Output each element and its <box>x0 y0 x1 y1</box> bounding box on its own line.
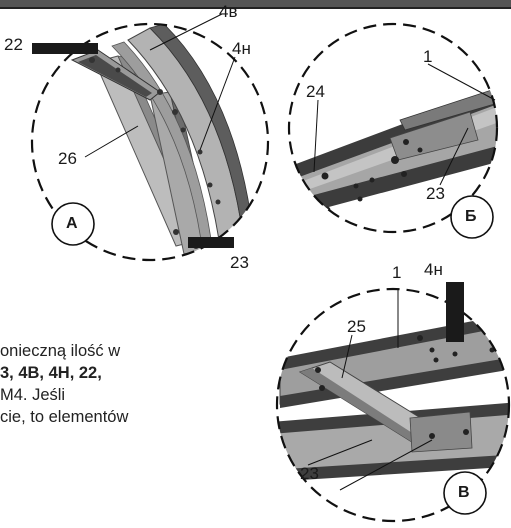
detail-v-badge <box>443 471 487 515</box>
top-border-bar <box>0 0 511 9</box>
label-23-a: 23 <box>230 253 249 272</box>
label-1-b: 1 <box>423 47 433 66</box>
detail-a-badge <box>51 202 95 246</box>
instruction-line-4: cie, to elementów <box>0 408 129 426</box>
detail-v-circle <box>275 282 511 523</box>
detail-a-beams <box>70 24 257 260</box>
detail-a-badge-letter: А <box>66 215 78 232</box>
detail-b-badge <box>450 195 494 239</box>
detail-b-circle <box>287 22 499 239</box>
label-4h-a: 4н <box>232 39 251 58</box>
label-4h-v: 4н <box>424 260 443 279</box>
detail-v-bar-4h <box>446 282 464 342</box>
instruction-line-1: onieczną ilość w <box>0 342 121 360</box>
instruction-line-2: 3, 4B, 4H, 22, <box>0 364 102 382</box>
label-23-b: 23 <box>426 184 445 203</box>
label-1-v: 1 <box>392 263 402 282</box>
detail-a-bar-22 <box>32 43 98 54</box>
label-25: 25 <box>347 317 366 336</box>
label-23-v: 23 <box>300 464 319 483</box>
label-22: 22 <box>4 35 23 54</box>
detail-b-beams <box>289 80 497 220</box>
detail-v-badge-letter: В <box>458 484 470 501</box>
label-24: 24 <box>306 82 325 101</box>
detail-v-beams <box>277 312 509 482</box>
instruction-line-3: M4. Jeśli <box>0 386 66 404</box>
label-26: 26 <box>58 149 77 168</box>
detail-b-badge-letter: Б <box>465 208 477 225</box>
instruction-paragraph: onieczną ilość w 3, 4B, 4H, 22, M4. Jeśl… <box>0 340 300 428</box>
label-4b-a: 4в <box>219 2 238 21</box>
detail-a-bar-23 <box>188 237 234 248</box>
